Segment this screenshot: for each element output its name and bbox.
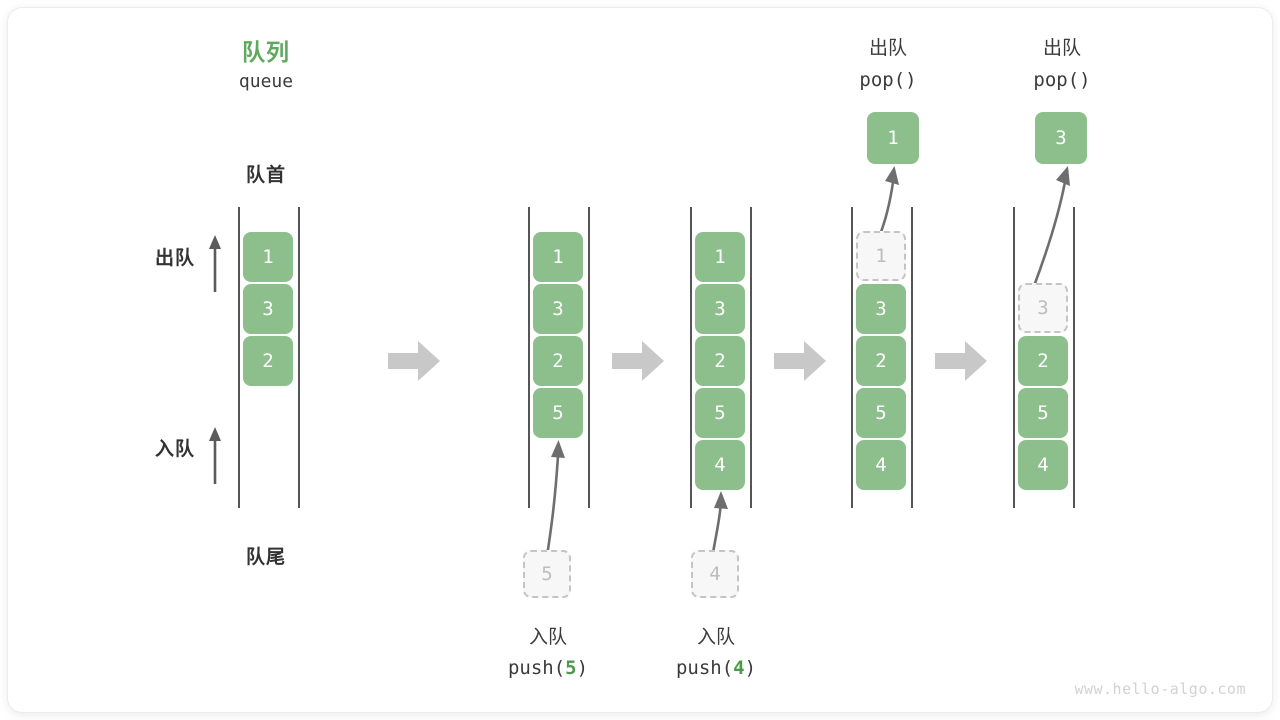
pop-3-code-prefix: pop( (1033, 69, 1080, 91)
pop-1-label-cn: 出队 (868, 37, 907, 59)
push-ghost-element: 4 (691, 550, 739, 598)
popped-element: 3 (1035, 112, 1087, 164)
pop-ghost-element: 1 (856, 231, 906, 281)
push-4-label-code: push(4) (651, 657, 781, 679)
queue-element: 5 (1018, 388, 1068, 438)
pop-3-label-code: pop() (997, 69, 1127, 91)
queue-element: 4 (695, 440, 745, 490)
col4-rail-right (911, 207, 913, 508)
col4-rail-left (851, 207, 853, 508)
push-ghost-element: 5 (523, 550, 571, 598)
pop-3-label-cn: 出队 (1042, 37, 1081, 59)
enqueue-side-label: 入队 (154, 438, 195, 460)
queue-element: 5 (856, 388, 906, 438)
push-5-label-code: push(5) (483, 657, 613, 679)
queue-element: 2 (243, 336, 293, 386)
watermark: www.hello-algo.com (1074, 680, 1246, 698)
pop-1-code-suffix: ) (905, 69, 917, 91)
col3-rail-right (750, 207, 752, 508)
pop-1-code-prefix: pop( (859, 69, 906, 91)
pop-1-label-code: pop() (823, 69, 953, 91)
dequeue-direction-arrow (209, 235, 221, 292)
push-4-arrow (711, 491, 728, 554)
col5-rail-left (1013, 207, 1015, 508)
queue-element: 3 (856, 284, 906, 334)
push-4-code-prefix: push( (675, 657, 734, 679)
queue-element: 5 (533, 388, 583, 438)
push-5-label-cn: 入队 (528, 626, 567, 648)
pop-ghost-element: 3 (1018, 283, 1068, 333)
push-5-arrow (545, 440, 565, 557)
push-4-code-suffix: ) (744, 657, 757, 679)
queue-element: 5 (695, 388, 745, 438)
flow-arrow-icon (388, 341, 440, 381)
queue-element: 2 (1018, 336, 1068, 386)
queue-element: 3 (695, 284, 745, 334)
pop-3-arrow (1032, 166, 1070, 287)
flow-arrow-icon (935, 341, 987, 381)
queue-element: 1 (243, 232, 293, 282)
col2-rail-left (528, 207, 530, 508)
col1-rail-left (238, 207, 240, 508)
queue-element: 4 (1018, 440, 1068, 490)
push-5-code-suffix: ) (576, 657, 589, 679)
queue-element: 3 (533, 284, 583, 334)
queue-element: 3 (243, 284, 293, 334)
popped-element: 1 (867, 112, 919, 164)
push-5-code-num: 5 (565, 657, 577, 679)
enqueue-direction-arrow (209, 427, 221, 484)
queue-element: 2 (695, 336, 745, 386)
push-4-code-num: 4 (733, 657, 745, 679)
tail-label: 队尾 (245, 546, 286, 568)
push-5-code-prefix: push( (507, 657, 566, 679)
queue-element: 1 (695, 232, 745, 282)
queue-element: 2 (856, 336, 906, 386)
queue-element: 1 (533, 232, 583, 282)
col1-rail-right (298, 207, 300, 508)
col5-rail-right (1073, 207, 1075, 508)
push-4-label-cn: 入队 (696, 626, 735, 648)
col3-rail-left (690, 207, 692, 508)
dequeue-side-label: 出队 (154, 247, 195, 269)
queue-title-code: queue (238, 71, 294, 92)
pop-3-code-suffix: ) (1079, 69, 1091, 91)
col2-rail-right (588, 207, 590, 508)
flow-arrow-icon (612, 341, 664, 381)
queue-element: 2 (533, 336, 583, 386)
head-label: 队首 (245, 164, 286, 186)
flow-arrow-icon (774, 341, 826, 381)
queue-element: 4 (856, 440, 906, 490)
queue-title-cn: 队列 (242, 40, 290, 66)
